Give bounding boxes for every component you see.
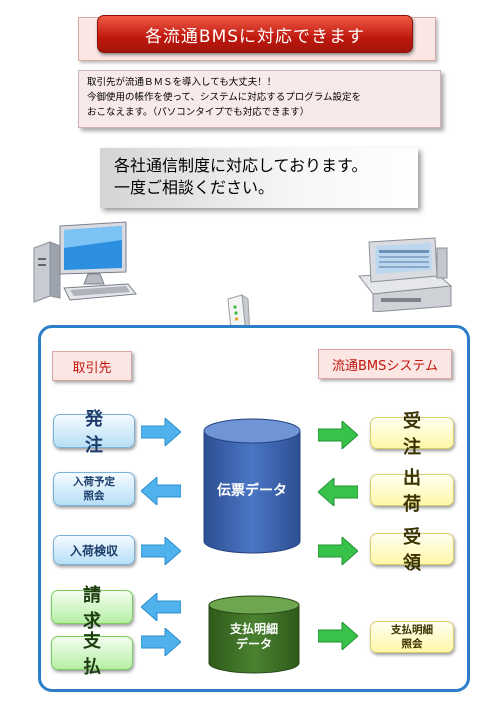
payment-data-label: 支払明細 データ xyxy=(207,622,301,652)
info-line-1: 取引先が流通ＢＭＳを導入しても大丈夫！！ xyxy=(87,77,277,88)
arrow-right-green-icon xyxy=(318,622,358,650)
info-line-2: 今御使用の帳作を使って、システムに対応するプログラム設定を xyxy=(87,92,361,103)
shipment-box: 出 荷 xyxy=(370,468,454,515)
payment-detail-box: 支払明細 照会 xyxy=(370,621,454,653)
left-heading-trading-partner: 取引先 xyxy=(52,351,132,381)
slip-data-database-icon xyxy=(203,418,301,554)
payment-detail-line-1: 支払明細 xyxy=(391,624,433,636)
notice-line-1: 各社通信制度に対応しております。 xyxy=(114,156,368,175)
info-line-3: おこなえます。（パソコンタイプでも対応できます） xyxy=(87,107,310,118)
arrow-right-icon xyxy=(141,537,181,565)
payment-data-line-1: 支払明細 xyxy=(229,622,278,636)
arrow-left-icon xyxy=(141,593,181,621)
arrow-right-green-icon xyxy=(318,421,358,449)
order-box: 発 注 xyxy=(53,409,135,456)
arrow-left-green-icon xyxy=(318,478,358,506)
payment-box: 支 払 xyxy=(51,631,133,678)
slip-data-label: 伝票データ xyxy=(217,483,287,499)
page-title-banner: 各流通BMSに対応できます xyxy=(97,15,413,53)
payment-data-line-2: データ xyxy=(235,637,272,651)
receive-order-box: 受 注 xyxy=(370,411,454,458)
receipt-box: 受 領 xyxy=(370,527,454,574)
inspection-box: 入荷検収 xyxy=(53,535,135,565)
arrival-schedule-box: 入荷予定 照会 xyxy=(53,472,135,506)
payment-data-database-icon xyxy=(208,595,300,674)
notice-line-2: 一度ご相談ください。 xyxy=(114,178,275,197)
info-box: 取引先が流通ＢＭＳを導入しても大丈夫！！ 今御使用の帳作を使って、システムに対応… xyxy=(78,70,441,128)
billing-box: 請 求 xyxy=(51,585,133,632)
arrow-left-icon xyxy=(141,477,181,505)
right-heading-bms-system: 流通BMSシステム xyxy=(318,349,452,379)
desktop-computer-icon xyxy=(33,221,137,303)
arrow-right-icon xyxy=(141,418,181,446)
notice-box: 各社通信制度に対応しております。 一度ご相談ください。 xyxy=(100,148,418,208)
arrow-right-green-icon xyxy=(318,537,358,565)
arrow-right-icon xyxy=(141,628,181,656)
payment-detail-line-2: 照会 xyxy=(401,638,423,650)
pos-terminal-icon xyxy=(358,237,453,312)
arrival-schedule-line-1: 入荷予定 xyxy=(73,476,115,488)
arrival-schedule-line-2: 照会 xyxy=(83,490,105,502)
